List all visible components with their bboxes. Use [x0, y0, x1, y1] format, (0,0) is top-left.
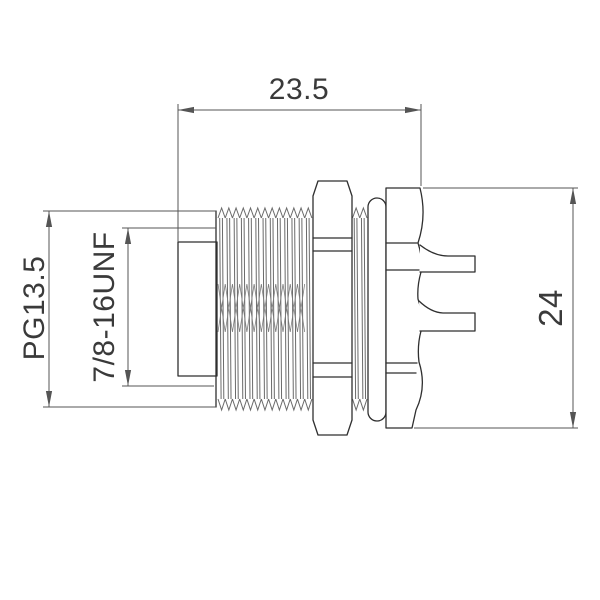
coupling-thread-label: 7/8-16UNF: [88, 231, 121, 382]
pin-bottom: [418, 300, 476, 332]
thread-crest-bottom-icon: [217, 398, 313, 412]
dimension-coupling-thread: [122, 227, 216, 387]
thread-crest-top-icon: [217, 206, 313, 219]
height-extension-lines: [414, 187, 578, 429]
pin-top-fill: [420, 245, 475, 272]
thread-helix-band: [217, 283, 306, 333]
arrowhead-down-icon: [569, 412, 577, 428]
washer: [367, 197, 387, 422]
thread-hatch-lines-icon: [219, 217, 311, 400]
dimension-annotations: [43, 104, 578, 429]
dimension-height: [414, 187, 578, 429]
arrowhead-up-icon: [45, 211, 53, 227]
hex-nut-facet-lines: [312, 237, 353, 378]
arrowhead-down-icon: [45, 391, 53, 407]
arrowhead-right-icon: [405, 106, 421, 114]
width-extension-lines: [177, 104, 422, 242]
hex-nut: [312, 180, 353, 436]
thread-barrel: [217, 206, 368, 412]
thread-sliver-top-icon: [352, 206, 368, 219]
thread-sliver-lines-icon: [353, 217, 367, 400]
thread-helix-diamonds-icon: [217, 283, 306, 333]
arrowhead-down-icon: [124, 370, 132, 386]
body-parting-lines: [385, 242, 420, 374]
pin-top: [419, 244, 476, 273]
outer-thread-extension-lines: [43, 210, 216, 408]
width-dimension-label: 23.5: [269, 73, 329, 106]
outer-thread-label: PG13.5: [18, 256, 51, 361]
height-dimension-label: 24: [532, 289, 569, 327]
pin-bottom-fill: [419, 301, 475, 331]
coupling-extension-lines: [122, 227, 216, 387]
connector-body: [385, 187, 424, 429]
arrowhead-up-icon: [569, 188, 577, 204]
dimension-outer-thread: [43, 210, 216, 408]
arrowhead-up-icon: [124, 228, 132, 244]
connector-geometry: [177, 180, 476, 436]
front-cylinder: [177, 241, 218, 377]
dimension-width: [177, 104, 422, 242]
thread-sliver-bottom-icon: [352, 398, 368, 412]
arrowhead-left-icon: [178, 106, 194, 114]
